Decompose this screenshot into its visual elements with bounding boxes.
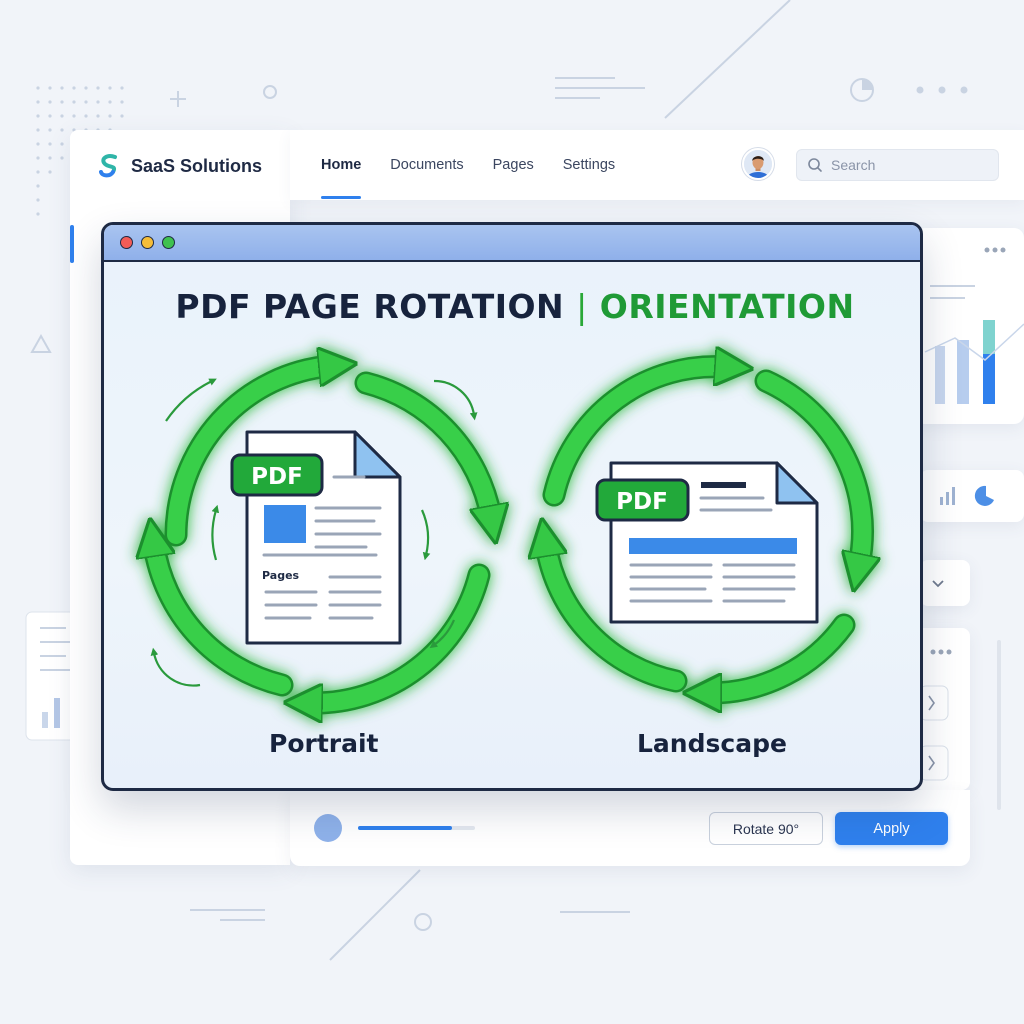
search-input[interactable] bbox=[831, 157, 981, 173]
nav-item-documents[interactable]: Documents bbox=[390, 157, 464, 173]
portrait-pdf-badge-text: PDF bbox=[251, 464, 303, 490]
portrait-pdf-badge bbox=[230, 453, 324, 497]
search-bar[interactable] bbox=[796, 149, 999, 181]
window-maximize-button[interactable] bbox=[162, 236, 175, 249]
search-icon bbox=[808, 158, 822, 172]
landscape-pdf-badge-text: PDF bbox=[616, 489, 668, 515]
nav-item-pages[interactable]: Pages bbox=[492, 157, 534, 173]
landscape-pdf-badge bbox=[595, 478, 690, 522]
portrait-pages-label: Pages bbox=[262, 569, 300, 582]
apply-button[interactable]: Apply bbox=[835, 812, 948, 845]
heading-separator: | bbox=[576, 287, 588, 326]
brand[interactable]: SaaS Solutions bbox=[95, 148, 262, 184]
window-heading: PDF PAGE ROTATION | ORIENTATION bbox=[104, 287, 920, 326]
heading-main: PDF PAGE ROTATION bbox=[175, 287, 565, 326]
list-card-art bbox=[919, 649, 952, 781]
rotation-illustration: Pages PDF PDF bbox=[104, 225, 923, 791]
portrait-caption: Portrait bbox=[269, 729, 379, 758]
analytics-card bbox=[915, 228, 1024, 424]
portrait-rotation-ring bbox=[154, 366, 491, 703]
bar-chart-icon bbox=[940, 485, 994, 506]
progress-indicator-dot bbox=[314, 814, 342, 842]
rotation-window: PDF PAGE ROTATION | ORIENTATION bbox=[101, 222, 923, 791]
brand-name: SaaS Solutions bbox=[131, 155, 263, 176]
sidebar-active-indicator bbox=[70, 225, 74, 263]
chevron-right-icon bbox=[928, 695, 935, 711]
chevron-down-icon bbox=[932, 580, 944, 588]
user-portrait-icon bbox=[744, 150, 772, 178]
scrollbar[interactable] bbox=[985, 640, 1005, 820]
dropdown-card[interactable] bbox=[920, 560, 970, 606]
dot-grid bbox=[36, 86, 124, 216]
heading-accent: ORIENTATION bbox=[599, 287, 855, 326]
progress-fill bbox=[358, 826, 452, 830]
brand-logo-icon bbox=[99, 154, 117, 178]
chevron-right-icon bbox=[928, 755, 935, 771]
progress-track bbox=[358, 826, 475, 830]
window-minimize-button[interactable] bbox=[141, 236, 154, 249]
portrait-small-arrows bbox=[150, 378, 478, 687]
chart-legend-strip bbox=[920, 470, 1024, 522]
user-avatar[interactable] bbox=[742, 148, 774, 180]
landscape-caption: Landscape bbox=[637, 729, 787, 758]
window-close-button[interactable] bbox=[120, 236, 133, 249]
window-titlebar bbox=[104, 225, 920, 262]
landscape-rotation-ring bbox=[546, 367, 863, 693]
nav-item-home[interactable]: Home bbox=[321, 150, 362, 199]
analytics-chart-art bbox=[924, 247, 1024, 404]
nav-item-settings[interactable]: Settings bbox=[562, 157, 616, 173]
main-nav: Home Documents Pages Settings bbox=[321, 150, 616, 199]
rotate-90-button[interactable]: Rotate 90° bbox=[709, 812, 823, 845]
